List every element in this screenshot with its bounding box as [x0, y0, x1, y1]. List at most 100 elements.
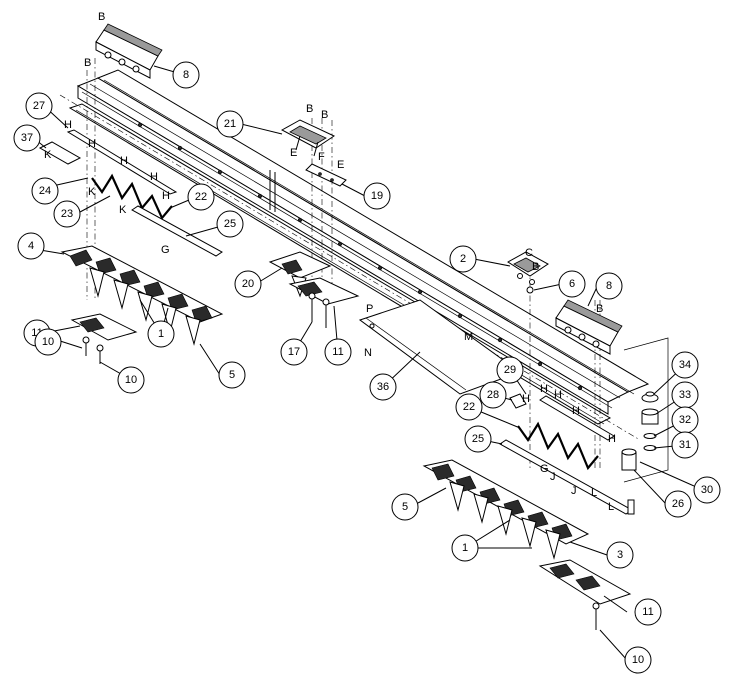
svg-text:25: 25 — [472, 433, 484, 445]
svg-text:6: 6 — [569, 278, 575, 290]
svg-text:17: 17 — [288, 346, 300, 358]
callout: 37 — [13, 124, 41, 152]
strip-29 — [539, 395, 615, 441]
letter-label: K — [88, 186, 96, 198]
letter-labels: B B H H H K H H K K G B B E F E C B B P … — [44, 11, 616, 513]
callout: 20 — [234, 270, 262, 298]
letter-label: H — [64, 119, 72, 131]
callout: 1 — [451, 534, 479, 562]
small-tag — [627, 499, 635, 515]
callout-circles: 8 27 37 24 23 22 25 4 21 19 20 2 6 8 11 … — [13, 61, 721, 674]
letter-label: C — [525, 247, 533, 259]
letter-label: L — [608, 501, 614, 513]
svg-text:1: 1 — [462, 542, 468, 554]
letter-label: M — [464, 331, 473, 343]
svg-text:11: 11 — [332, 346, 343, 358]
shield-right — [555, 299, 623, 355]
callout: 10 — [34, 328, 62, 356]
callout: 10 — [624, 646, 652, 674]
svg-text:26: 26 — [672, 498, 684, 510]
letter-label: B — [98, 11, 105, 23]
callout: 11 — [634, 598, 662, 626]
svg-text:8: 8 — [183, 69, 189, 81]
letter-label: K — [44, 149, 52, 161]
bearing-stack — [623, 337, 669, 483]
svg-text:28: 28 — [487, 389, 499, 401]
callout: 3 — [606, 541, 634, 569]
letter-label: N — [364, 347, 372, 359]
svg-text:20: 20 — [242, 278, 254, 290]
callout: 29 — [496, 356, 524, 384]
letter-label: G — [161, 244, 170, 256]
callout: 33 — [671, 381, 699, 409]
shield-top — [95, 23, 163, 79]
letter-label: P — [366, 303, 373, 315]
callout: 21 — [216, 110, 244, 138]
svg-text:22: 22 — [463, 401, 475, 413]
svg-text:11: 11 — [642, 606, 653, 618]
letter-label: G — [540, 463, 549, 475]
letter-label: H — [540, 383, 548, 395]
svg-text:24: 24 — [39, 185, 51, 197]
leader-lines — [30, 65, 695, 661]
callout: 22 — [455, 393, 483, 421]
callout: 36 — [369, 373, 397, 401]
svg-text:27: 27 — [33, 100, 45, 112]
svg-text:32: 32 — [679, 414, 691, 426]
svg-text:10: 10 — [632, 654, 644, 666]
svg-text:31: 31 — [679, 439, 691, 451]
svg-text:1: 1 — [158, 328, 164, 340]
letter-label: L — [591, 487, 597, 499]
letter-label: H — [608, 433, 616, 445]
letter-label: B — [596, 303, 603, 315]
letter-label: H — [88, 138, 96, 150]
clip-21 — [280, 119, 336, 157]
letter-label: B — [306, 103, 313, 115]
guard-assembly-left — [60, 245, 224, 346]
letter-label: B — [532, 261, 539, 273]
strip-37 — [38, 141, 82, 165]
callout: 27 — [25, 92, 53, 120]
svg-text:10: 10 — [125, 374, 137, 386]
svg-text:30: 30 — [701, 484, 713, 496]
letter-label: F — [318, 151, 325, 163]
svg-text:10: 10 — [42, 336, 54, 348]
callout: 22 — [187, 183, 215, 211]
callout: 17 — [280, 338, 308, 366]
svg-text:3: 3 — [617, 549, 623, 561]
callout: 8 — [595, 272, 623, 300]
holder-11-centre — [288, 277, 360, 305]
callout: 26 — [664, 490, 692, 518]
bolts-17 — [308, 292, 330, 328]
svg-text:5: 5 — [229, 369, 235, 381]
spring-22-right — [517, 421, 599, 471]
clip-2 — [507, 251, 549, 285]
callout: 24 — [31, 177, 59, 205]
bushing-26 — [621, 448, 637, 471]
holder-11-right — [538, 559, 632, 605]
letter-label: H — [554, 389, 562, 401]
callout: 8 — [172, 61, 200, 89]
bolt-28 — [509, 393, 527, 409]
svg-text:19: 19 — [371, 190, 383, 202]
cutter-bar-holes — [137, 122, 583, 391]
callout: 11 — [324, 338, 352, 366]
letter-label: J — [550, 471, 556, 483]
letter-label: K — [119, 204, 127, 216]
callout: 5 — [218, 361, 246, 389]
callout: 4 — [17, 232, 45, 260]
nut-6 — [526, 286, 534, 294]
callout: 28 — [479, 381, 507, 409]
callout: 2 — [449, 245, 477, 273]
bolt-10-right — [592, 602, 600, 630]
svg-text:36: 36 — [377, 381, 389, 393]
letter-label: E — [290, 147, 297, 159]
letter-label: B — [84, 57, 91, 69]
svg-text:33: 33 — [679, 389, 691, 401]
letter-label: H — [572, 405, 580, 417]
letter-label: H — [162, 190, 170, 202]
spring-23 — [91, 173, 173, 221]
letter-label: J — [571, 485, 577, 497]
callout: 30 — [693, 476, 721, 504]
